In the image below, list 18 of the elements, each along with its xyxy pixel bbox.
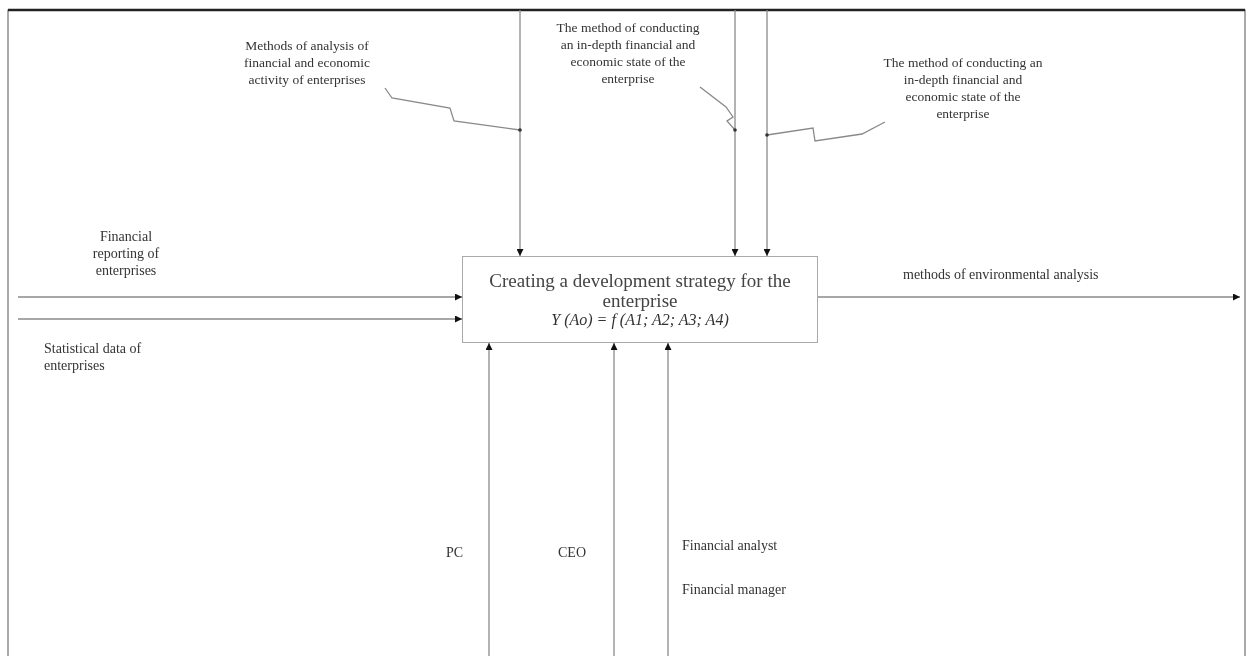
arrow	[17, 293, 463, 301]
arrow	[731, 9, 739, 257]
arrow	[817, 293, 1241, 301]
annotation-text: The method of conducting an in-depth financial and economic state of the enterprise	[880, 54, 1046, 122]
arrow	[17, 315, 463, 323]
leader-line	[699, 86, 736, 131]
process-formula: Y (Ao) = f (A1; A2; A3; A4)	[550, 310, 730, 329]
process-box	[462, 256, 818, 343]
leader-line	[766, 121, 886, 142]
annotation-text: The method of conducting an in-depth financial and economic state of the enterprise	[551, 19, 705, 87]
annotation-text: Methods of analysis of financial and economic activity of enterprises	[224, 37, 390, 88]
arrow	[664, 342, 672, 656]
leader-line	[384, 87, 521, 131]
arrow	[763, 9, 771, 257]
arrow	[485, 342, 493, 656]
process-title: Creating a development strategy for the enterprise	[488, 270, 792, 311]
arrow	[516, 9, 524, 257]
arrow	[610, 342, 618, 656]
